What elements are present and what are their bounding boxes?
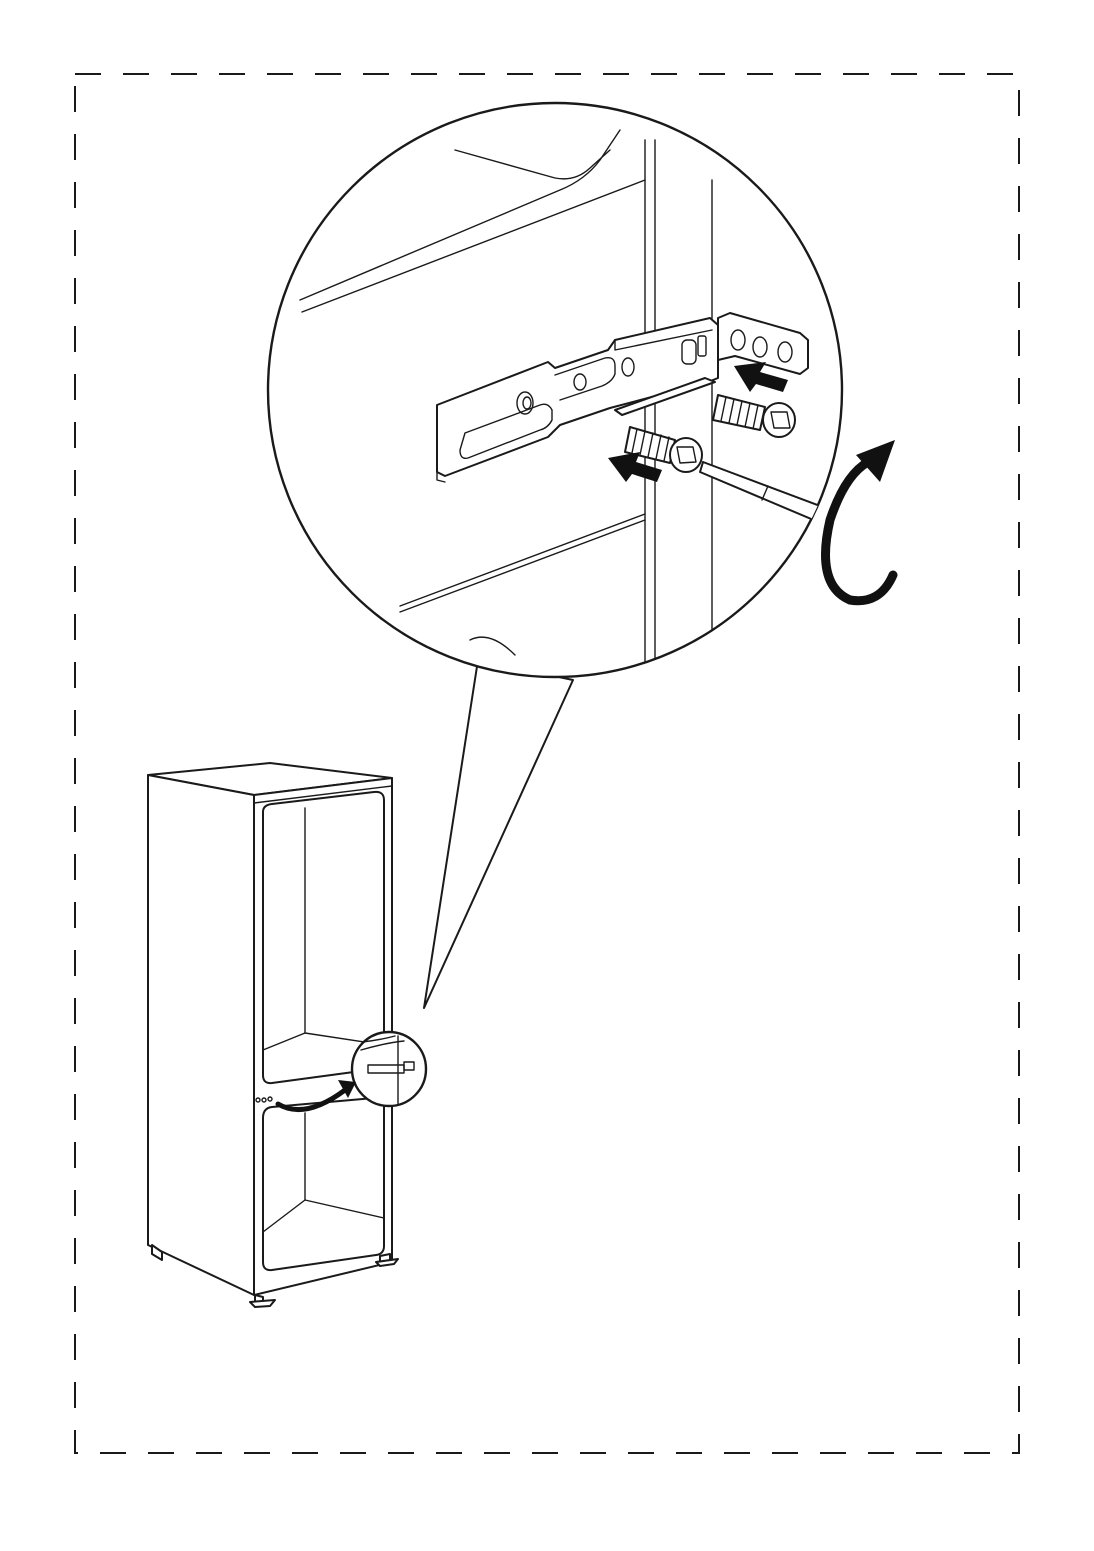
rotate-arrow-icon [826, 440, 896, 601]
fridge-cabinet [148, 763, 398, 1307]
small-detail-circle [352, 1032, 426, 1106]
callout-pointer [424, 660, 573, 1008]
magnified-detail [268, 103, 990, 680]
